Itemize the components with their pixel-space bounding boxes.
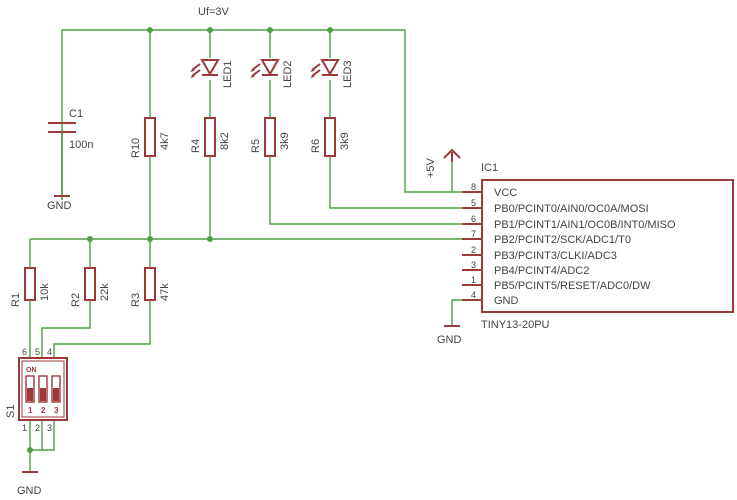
resistor-r2: R2 22k bbox=[70, 267, 111, 307]
resistor-r6-value: 3k9 bbox=[339, 132, 351, 150]
ic1-pin-name: PB0/PCINT0/AIN0/OC0A/MOSI bbox=[494, 203, 649, 215]
power-5v-label: +5V bbox=[425, 157, 437, 178]
dip-switch-slots bbox=[25, 375, 61, 403]
dip-switch-pin-num: 2 bbox=[35, 423, 40, 433]
ic1-pin-name: GND bbox=[494, 295, 519, 307]
led-3: LED3 bbox=[310, 59, 354, 88]
led-1-label: LED1 bbox=[222, 60, 234, 88]
dip-switch-position: 2 bbox=[41, 406, 46, 415]
ic1-pin-name: PB2/PCINT2/SCK/ADC1/T0 bbox=[494, 234, 631, 246]
wires bbox=[29, 29, 477, 472]
power-5v-symbol: +5V bbox=[425, 148, 461, 178]
resistor-r1-value: 10k bbox=[39, 283, 51, 301]
dip-switch-pin-num: 1 bbox=[22, 423, 27, 433]
dip-switch-position: 1 bbox=[28, 406, 33, 415]
ic1-part: TINY13-20PU bbox=[481, 319, 550, 331]
ic1-pin-name: PB3/PCINT3/CLKI/ADC3 bbox=[494, 250, 617, 262]
resistor-r3-value: 47k bbox=[159, 283, 171, 301]
resistor-r1: R1 10k bbox=[10, 267, 51, 307]
resistor-r6: R6 3k9 bbox=[310, 117, 351, 157]
resistor-r5-ref: R5 bbox=[250, 139, 262, 153]
resistor-r2-value: 22k bbox=[99, 283, 111, 301]
ic1-pin-num: 6 bbox=[471, 214, 476, 224]
dip-switch-s1: ON 1 2 3 6 5 4 1 2 3 S1 GND bbox=[5, 347, 68, 497]
dip-switch-pin-num: 6 bbox=[22, 347, 27, 357]
capacitor-value: 100n bbox=[69, 139, 93, 151]
resistor-r10: R10 4k7 bbox=[130, 117, 171, 158]
ic1-ref: IC1 bbox=[481, 162, 498, 174]
ic1-pin-num: 1 bbox=[471, 275, 476, 285]
dip-switch-pin-num: 3 bbox=[47, 423, 52, 433]
resistor-r4-value: 8k2 bbox=[219, 132, 231, 150]
dip-switch-ref: S1 bbox=[5, 405, 17, 418]
resistor-r3-ref: R3 bbox=[130, 293, 142, 307]
led-1: LED1 bbox=[190, 59, 234, 88]
dip-switch-pin-num: 5 bbox=[35, 347, 40, 357]
led-2-label: LED2 bbox=[282, 60, 294, 88]
ic1-pin-num: 5 bbox=[471, 198, 476, 208]
dip-switch-position: 3 bbox=[54, 406, 59, 415]
resistor-r5-value: 3k9 bbox=[279, 132, 291, 150]
ic1-pin-num: 2 bbox=[471, 245, 476, 255]
ic1-pin-name: PB4/PCINT4/ADC2 bbox=[494, 265, 589, 277]
gnd-label-s1: GND bbox=[17, 485, 42, 497]
gnd-label-c1: GND bbox=[47, 200, 72, 212]
gnd-label-ic1: GND bbox=[437, 334, 462, 346]
led-3-label: LED3 bbox=[342, 60, 354, 88]
resistor-r6-ref: R6 bbox=[310, 139, 322, 153]
capacitor-ref: C1 bbox=[69, 108, 83, 120]
ic1-pin-name: PB5/PCINT5/RESET/ADC0/DW bbox=[494, 280, 651, 292]
ic1-pin-num: 3 bbox=[471, 260, 476, 270]
capacitor-c1: C1 100n GND bbox=[47, 108, 93, 212]
resistor-r1-ref: R1 bbox=[10, 293, 22, 307]
resistor-r2-ref: R2 bbox=[70, 293, 82, 307]
ic1-pin-name: PB1/PCINT1/AIN1/OC0B/INT0/MISO bbox=[494, 219, 676, 231]
resistor-r5: R5 3k9 bbox=[250, 117, 291, 157]
ic1-pins: 8 5 6 7 2 3 1 4 VCC PB0/PCINT0/AIN0/OC0A… bbox=[462, 182, 676, 307]
ic1-pin-num: 8 bbox=[471, 182, 476, 192]
ic1-pin-num: 7 bbox=[471, 229, 476, 239]
top-voltage-label: Uf=3V bbox=[198, 6, 230, 18]
resistor-r3: R3 47k bbox=[130, 267, 171, 307]
ic1-pin-name: VCC bbox=[494, 187, 517, 199]
resistor-r4: R4 8k2 bbox=[190, 117, 231, 157]
ic1: IC1 TINY13-20PU 8 5 6 7 2 3 1 4 VCC PB0/… bbox=[437, 162, 734, 346]
resistor-r10-ref: R10 bbox=[130, 138, 142, 158]
dip-switch-pin-num: 4 bbox=[47, 347, 52, 357]
dip-switch-on-label: ON bbox=[26, 367, 37, 374]
resistor-r10-value: 4k7 bbox=[159, 132, 171, 150]
resistor-r4-ref: R4 bbox=[190, 139, 202, 153]
junctions bbox=[27, 27, 333, 453]
led-2: LED2 bbox=[250, 59, 294, 88]
ic1-pin-num: 4 bbox=[471, 290, 476, 300]
